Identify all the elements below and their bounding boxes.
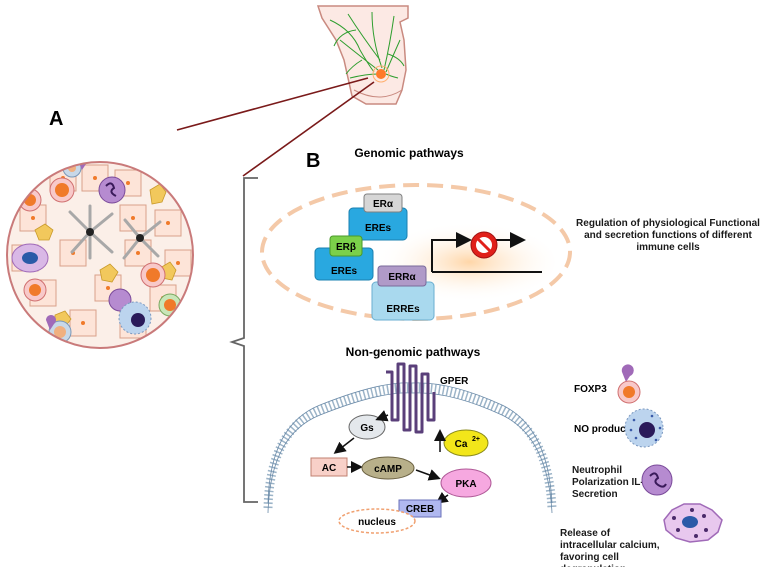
neutrophil-text-box: Neutrophil Polarization IL-8 Secretion (572, 465, 650, 500)
inhibition-icon (470, 231, 498, 259)
erres-label: ERREs (386, 304, 420, 315)
eres-label-1: EREs (365, 223, 392, 234)
panel-label-b: B (306, 150, 320, 172)
camp-node (361, 456, 415, 480)
eres-label-2: EREs (331, 266, 358, 277)
err-alpha-label: ERRα (388, 272, 416, 283)
ca-label: Ca (455, 439, 468, 450)
pka-label: PKA (455, 479, 476, 490)
er-beta-box (329, 235, 363, 257)
gper-receptor (386, 362, 436, 434)
creb-box (398, 499, 442, 518)
gs-label: Gs (360, 423, 374, 434)
nucleus-label: nucleus (358, 517, 396, 528)
er-alpha-box (363, 193, 403, 213)
genomic-title: Genomic pathways (354, 146, 464, 160)
camp-label: cAMP (374, 464, 402, 475)
genomic-description: Regulation of physiological Functional a… (576, 218, 760, 253)
zoom-line-b (242, 81, 375, 177)
foxp3-cell-icon (617, 364, 641, 404)
neutrophil-label: Neutrophil Polarization IL-8 Secretion (572, 465, 650, 500)
foxp3-label: FOXP3 (574, 384, 607, 395)
mast-cell-icon (663, 503, 723, 543)
nucleus-outline (338, 508, 416, 534)
zoom-line-a (176, 77, 369, 131)
calcium-label: Release of intracellular calcium, favori… (560, 528, 660, 568)
ca-node (443, 429, 489, 457)
cell-membrane (263, 382, 557, 514)
breast-illustration (316, 5, 409, 105)
tumor-microenvironment (6, 161, 194, 349)
neutrophil-icon (641, 464, 673, 496)
calcium-text-box: Release of intracellular calcium, favori… (560, 528, 660, 568)
pka-node (440, 468, 492, 498)
nongenomic-title: Non-genomic pathways (346, 345, 481, 359)
panel-label-a: A (49, 108, 63, 130)
panel-bracket (229, 177, 258, 503)
creb-label: CREB (406, 504, 434, 515)
er-alpha-label: ERα (373, 199, 394, 210)
gper-label: GPER (440, 376, 469, 387)
ca-superscript: 2+ (472, 436, 480, 443)
no-label: NO production (574, 424, 644, 435)
genomic-description-box: Regulation of physiological Functional a… (576, 218, 760, 253)
ac-label: AC (322, 463, 336, 474)
macrophage-icon (624, 408, 664, 448)
err-alpha-box (377, 265, 427, 287)
er-beta-label: ERβ (336, 242, 356, 253)
